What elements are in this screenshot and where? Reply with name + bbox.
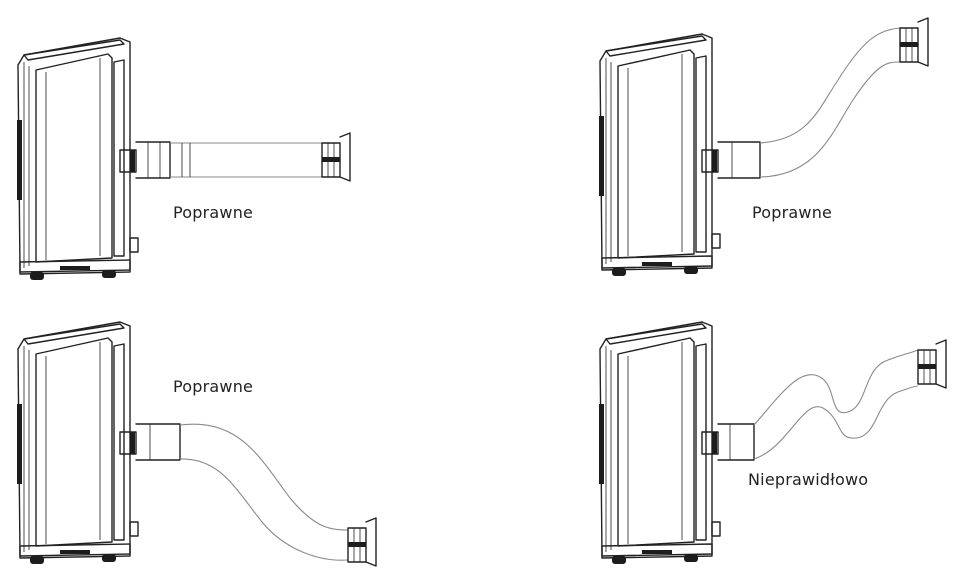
unit-wavy-hose-illustration	[598, 321, 947, 565]
caption-incorrect: Nieprawidłowo	[748, 470, 869, 489]
panel-wavy-hose: Nieprawidłowo	[478, 288, 956, 576]
caption-correct-1: Poprawne	[173, 203, 254, 222]
panel-downward-hose: Poprawne	[0, 288, 478, 576]
panel-straight-hose: Poprawne	[0, 0, 478, 288]
caption-correct-3: Poprawne	[173, 377, 254, 396]
panel-upward-hose: Poprawne	[478, 0, 956, 288]
unit-upward-hose-illustration	[598, 17, 929, 277]
unit-straight-hose-illustration	[16, 37, 351, 281]
unit-downward-hose-illustration	[16, 321, 377, 567]
caption-correct-2: Poprawne	[752, 203, 833, 222]
